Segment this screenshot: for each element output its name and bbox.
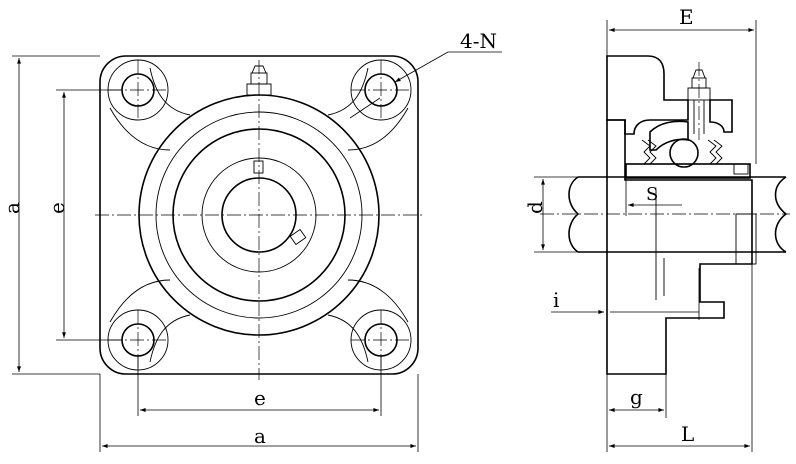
- housing-side-body: [606, 119, 753, 375]
- label-E: E: [679, 5, 694, 29]
- leader-4-N: 4-N: [349, 29, 502, 119]
- label-a-vertical: a: [0, 202, 24, 214]
- label-d: d: [523, 201, 547, 214]
- label-L: L: [681, 422, 694, 446]
- housing-section-hatched: [606, 55, 689, 135]
- label-4-N: 4-N: [460, 29, 497, 53]
- flange-arms: [109, 67, 409, 363]
- label-g: g: [630, 385, 643, 409]
- inner-ring-section: [625, 163, 751, 179]
- label-S: S: [646, 184, 658, 205]
- seal-right: [707, 139, 723, 165]
- dimension-S: S: [625, 178, 682, 216]
- seal-left: [641, 139, 657, 165]
- bearing-outer-ring-right: [709, 99, 733, 133]
- dimension-d: d: [523, 176, 578, 253]
- label-e-vertical: e: [45, 202, 69, 214]
- set-screw-side: [289, 228, 307, 246]
- dimension-g: g: [606, 374, 667, 418]
- dimension-e-vertical: e: [45, 89, 122, 341]
- label-e-horizontal: e: [254, 386, 266, 410]
- dimension-a-horizontal: a: [99, 374, 419, 452]
- side-view: E S d i g: [523, 5, 790, 452]
- label-a-horizontal: a: [254, 424, 266, 448]
- set-screw-top: [253, 160, 264, 174]
- dimension-a-vertical: a: [0, 55, 100, 375]
- dimension-L: L: [606, 264, 753, 452]
- label-i: i: [553, 288, 559, 312]
- set-screw-side-view: [733, 163, 749, 175]
- dimension-e-horizontal: e: [137, 356, 382, 416]
- dimension-i: i: [551, 268, 700, 320]
- front-view: a e e a 4-N: [0, 29, 502, 452]
- shaft: [568, 176, 788, 253]
- dimension-E: E: [606, 5, 757, 164]
- bearing-ball: [669, 138, 699, 168]
